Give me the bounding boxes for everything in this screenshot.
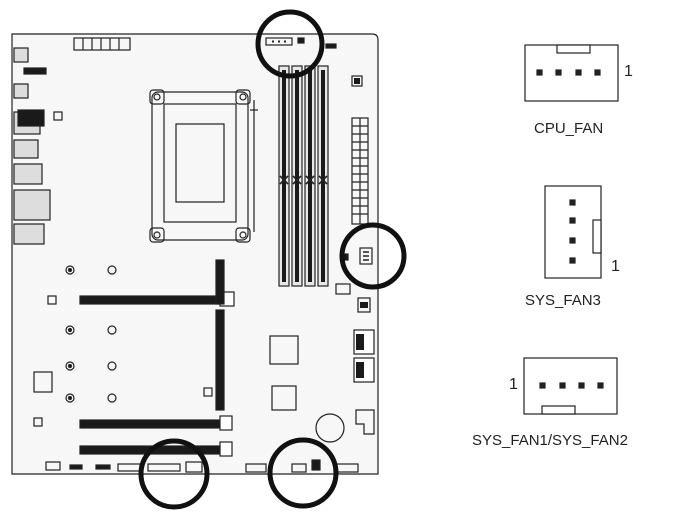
small-square bbox=[53, 111, 63, 121]
rear-io-black-block bbox=[17, 109, 45, 127]
sys-fan3-label: SYS_FAN3 bbox=[525, 292, 601, 309]
dimm-slots bbox=[278, 65, 329, 287]
io-chip bbox=[271, 385, 297, 411]
cpu-socket bbox=[149, 89, 258, 243]
atx12v-connector bbox=[73, 37, 131, 51]
board-cpu-fan-header bbox=[265, 37, 293, 46]
sys-fan3-pin1-marker: 1 bbox=[611, 258, 620, 275]
highlight-sys-fan2 bbox=[267, 437, 339, 509]
sys-fan3-connector-detail bbox=[544, 185, 602, 279]
chipset bbox=[269, 335, 299, 365]
cpu-fan-connector-detail bbox=[524, 44, 619, 102]
motherboard bbox=[11, 33, 379, 475]
highlight-cpu-fan bbox=[255, 9, 325, 79]
black-bar-top-left bbox=[23, 67, 47, 75]
sys-fan12-pin1-marker: 1 bbox=[509, 376, 518, 393]
battery bbox=[315, 413, 345, 443]
board-sys-fan3-header bbox=[359, 247, 373, 265]
highlight-circles bbox=[138, 9, 407, 510]
highlight-sys-fan3 bbox=[339, 222, 407, 290]
atx-connector bbox=[351, 117, 369, 225]
highlight-sys-fan1 bbox=[138, 438, 210, 510]
cpu-fan-pin1-marker: 1 bbox=[624, 63, 633, 80]
small-bracket bbox=[355, 409, 375, 435]
bottom-headers bbox=[45, 459, 359, 473]
cpu-fan-label: CPU_FAN bbox=[534, 120, 604, 137]
sys-fan12-connector-detail bbox=[523, 357, 618, 415]
sys-fan12-label: SYS_FAN1/SYS_FAN2 bbox=[472, 432, 628, 449]
m2-screws bbox=[65, 265, 117, 403]
